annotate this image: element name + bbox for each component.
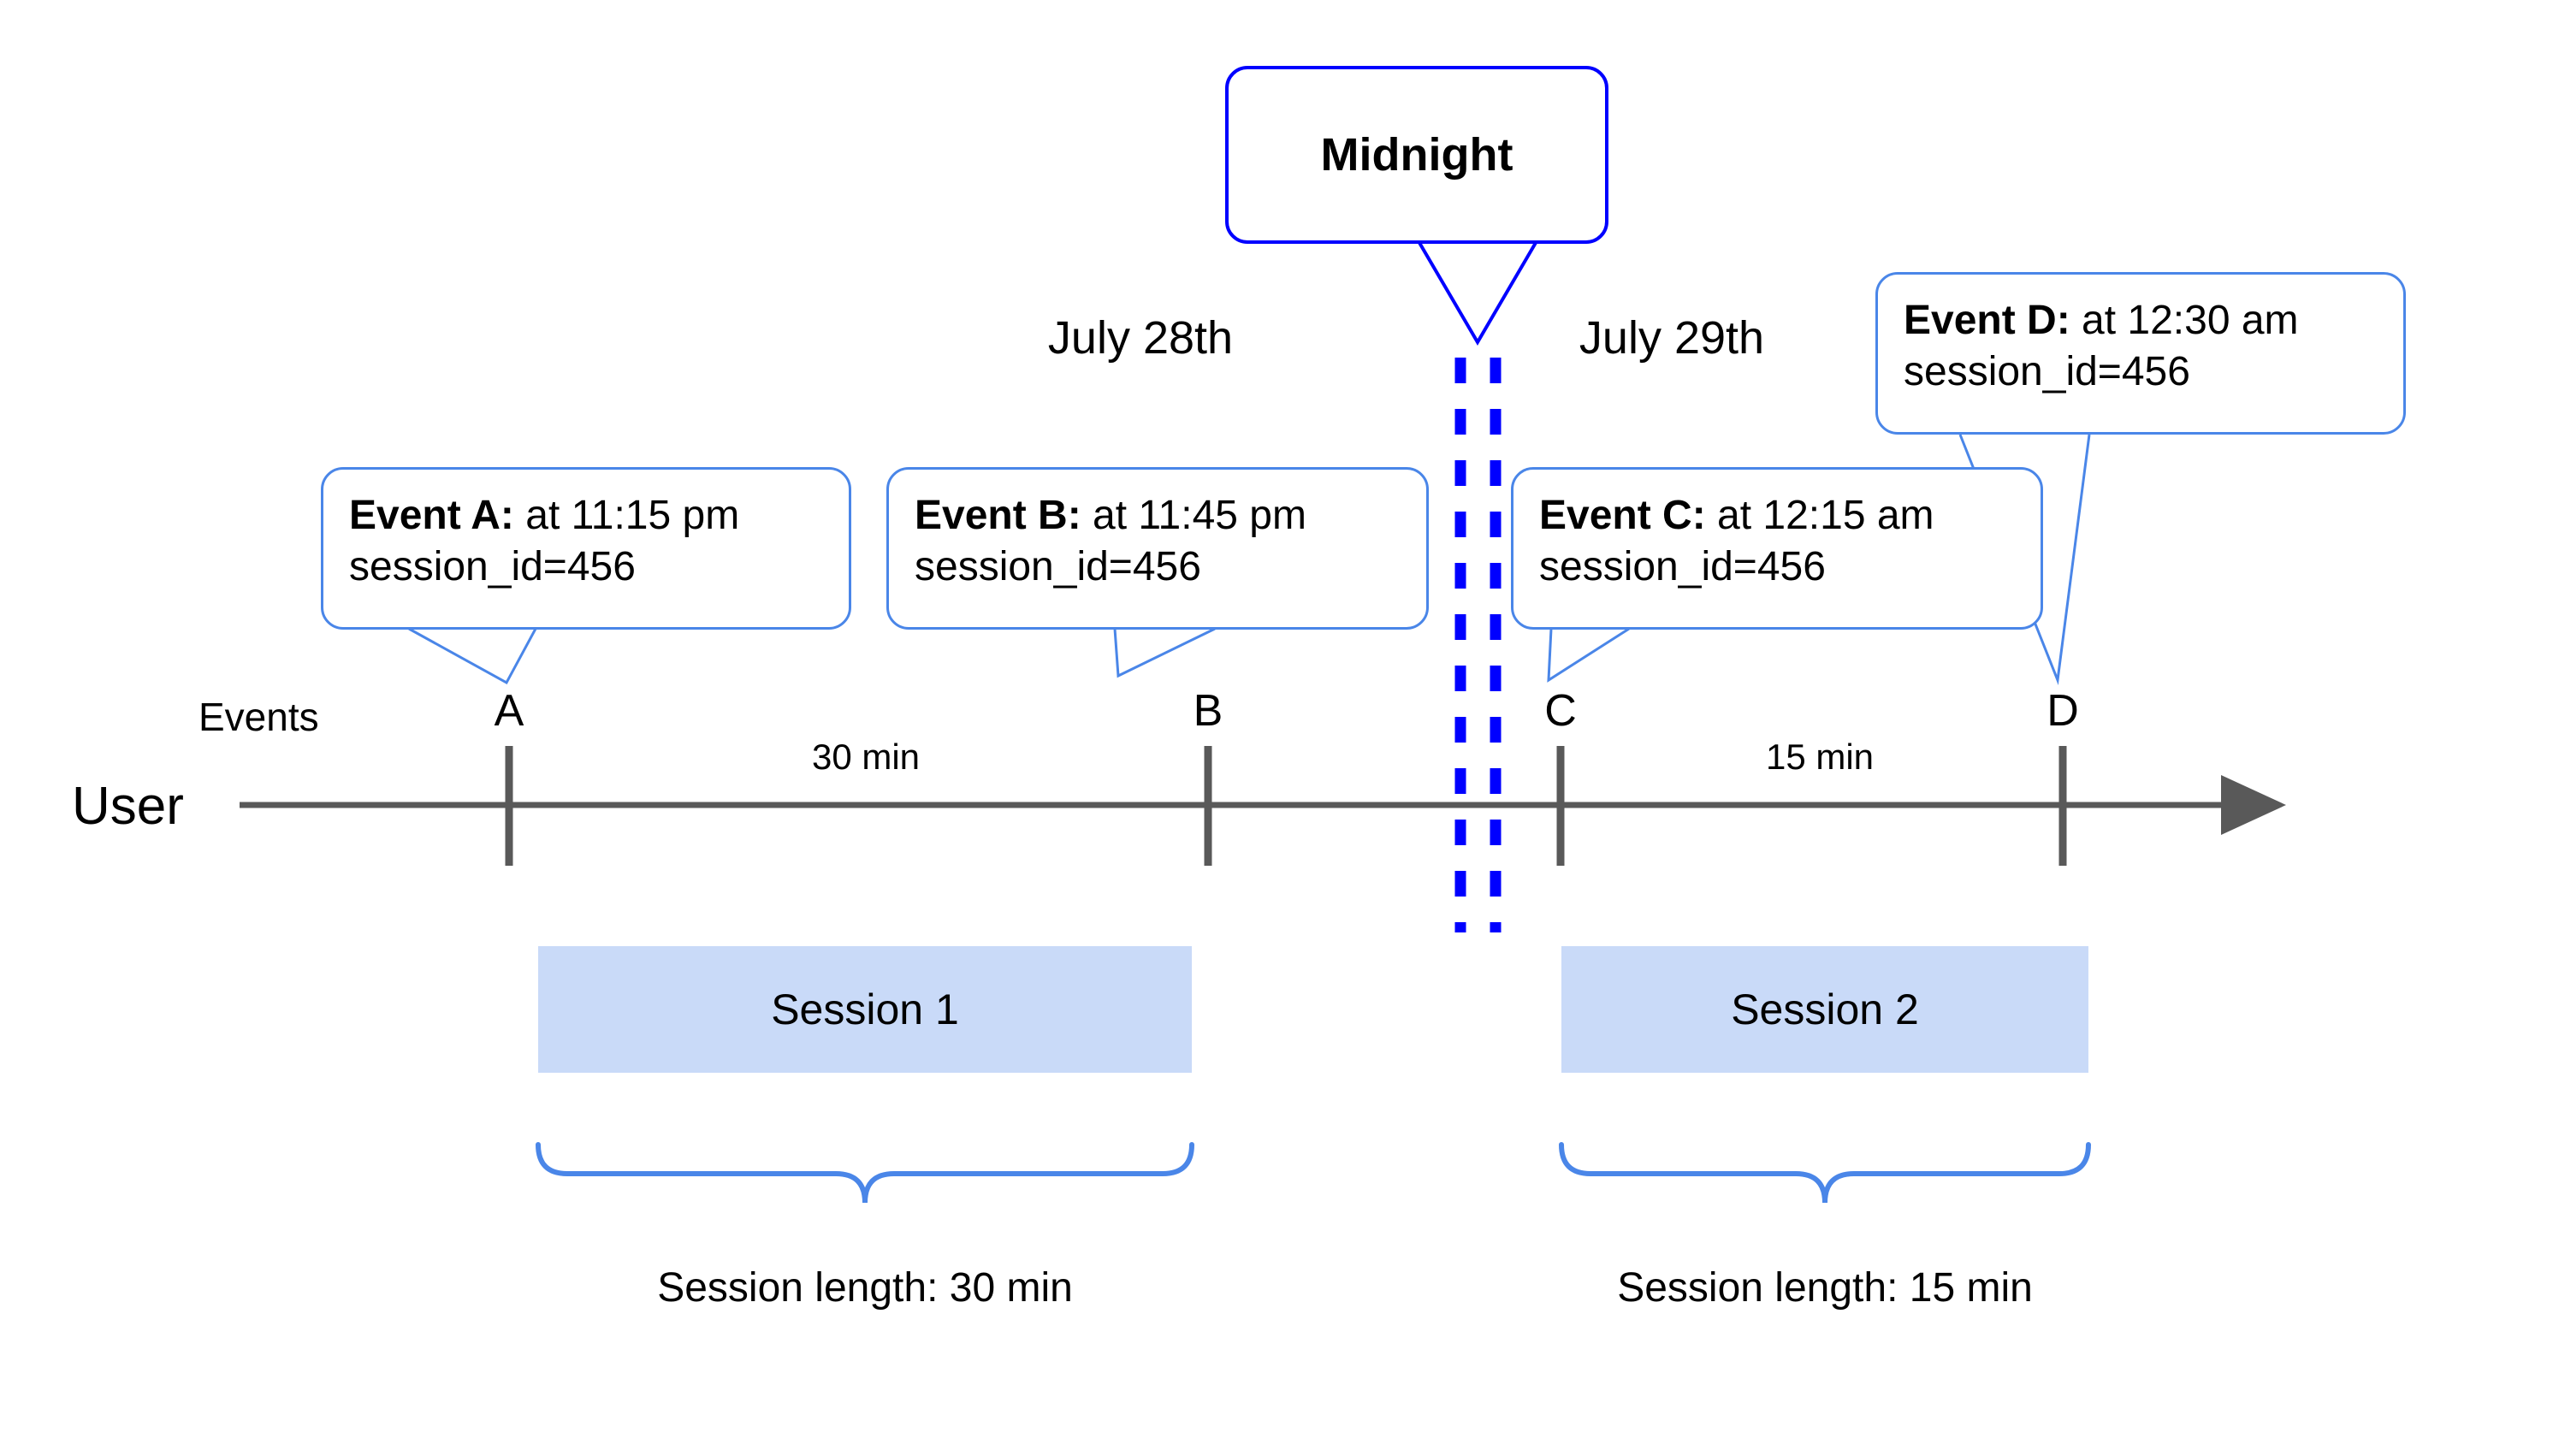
- brace-session-1: [536, 1142, 1194, 1204]
- callout-event-b-bold: Event B:: [915, 493, 1081, 538]
- callout-event-c-rest: at 12:15 am: [1705, 493, 1934, 538]
- callout-event-a-line1: Event A: at 11:15 pm: [349, 490, 825, 542]
- midnight-dashed-lines: [1454, 358, 1502, 932]
- day-label-july-29: July 29th: [1579, 312, 1765, 364]
- session-box-1-label: Session 1: [771, 985, 959, 1033]
- callout-event-b: Event B: at 11:45 pm session_id=456: [886, 467, 1429, 630]
- tail-event-a: [408, 627, 537, 685]
- callout-event-c-line2: session_id=456: [1539, 544, 1826, 590]
- callout-event-c-line1: Event C: at 12:15 am: [1539, 490, 2017, 542]
- callout-event-d-line2: session_id=456: [1904, 349, 2190, 395]
- callout-event-d-line1: Event D: at 12:30 am: [1904, 295, 2379, 346]
- callout-event-b-line2: session_id=456: [915, 544, 1201, 590]
- tick-letter-a: A: [494, 686, 524, 736]
- timeline-axis: [240, 775, 2286, 835]
- axis-row-label-events: Events: [198, 695, 319, 739]
- tick-letter-c: C: [1544, 686, 1577, 736]
- callout-event-c: Event C: at 12:15 am session_id=456: [1511, 467, 2043, 630]
- callout-event-b-rest: at 11:45 pm: [1081, 493, 1306, 538]
- axis-arrow-icon: [2221, 775, 2286, 835]
- session-length-label-2: Session length: 15 min: [1617, 1265, 2033, 1311]
- tail-event-b: [1113, 627, 1216, 678]
- midnight-callout: Midnight: [1225, 66, 1608, 244]
- callout-event-a-line2: session_id=456: [349, 544, 636, 590]
- axis-row-label-user: User: [72, 777, 184, 836]
- session-braces: [536, 1142, 2091, 1204]
- duration-label-30-min: 30 min: [811, 737, 921, 777]
- session-box-1: Session 1: [538, 946, 1192, 1073]
- brace-session-2: [1559, 1142, 2091, 1204]
- session-box-2: Session 2: [1561, 946, 2088, 1073]
- callout-event-c-bold: Event C:: [1539, 493, 1706, 538]
- day-label-july-28: July 28th: [1047, 312, 1234, 364]
- callout-event-d-bold: Event D:: [1904, 298, 2070, 343]
- midnight-pointer: [1417, 240, 1538, 346]
- session-length-label-1: Session length: 30 min: [657, 1265, 1073, 1311]
- duration-label-15-min: 15 min: [1765, 737, 1875, 777]
- session-box-2-label: Session 2: [1731, 985, 1919, 1033]
- tick-marks: [505, 746, 2067, 866]
- tail-event-c: [1547, 627, 1630, 683]
- callout-event-a-rest: at 11:15 pm: [513, 493, 740, 538]
- callout-event-a-bold: Event A:: [349, 493, 514, 538]
- midnight-label: Midnight: [1320, 129, 1513, 181]
- tick-letter-d: D: [2047, 686, 2079, 736]
- callout-event-a: Event A: at 11:15 pm session_id=456: [321, 467, 851, 630]
- callout-event-d: Event D: at 12:30 am session_id=456: [1875, 272, 2406, 435]
- callout-event-d-rest: at 12:30 am: [2070, 298, 2299, 343]
- callout-event-b-line1: Event B: at 11:45 pm: [915, 490, 1402, 542]
- tick-letter-b: B: [1193, 686, 1223, 736]
